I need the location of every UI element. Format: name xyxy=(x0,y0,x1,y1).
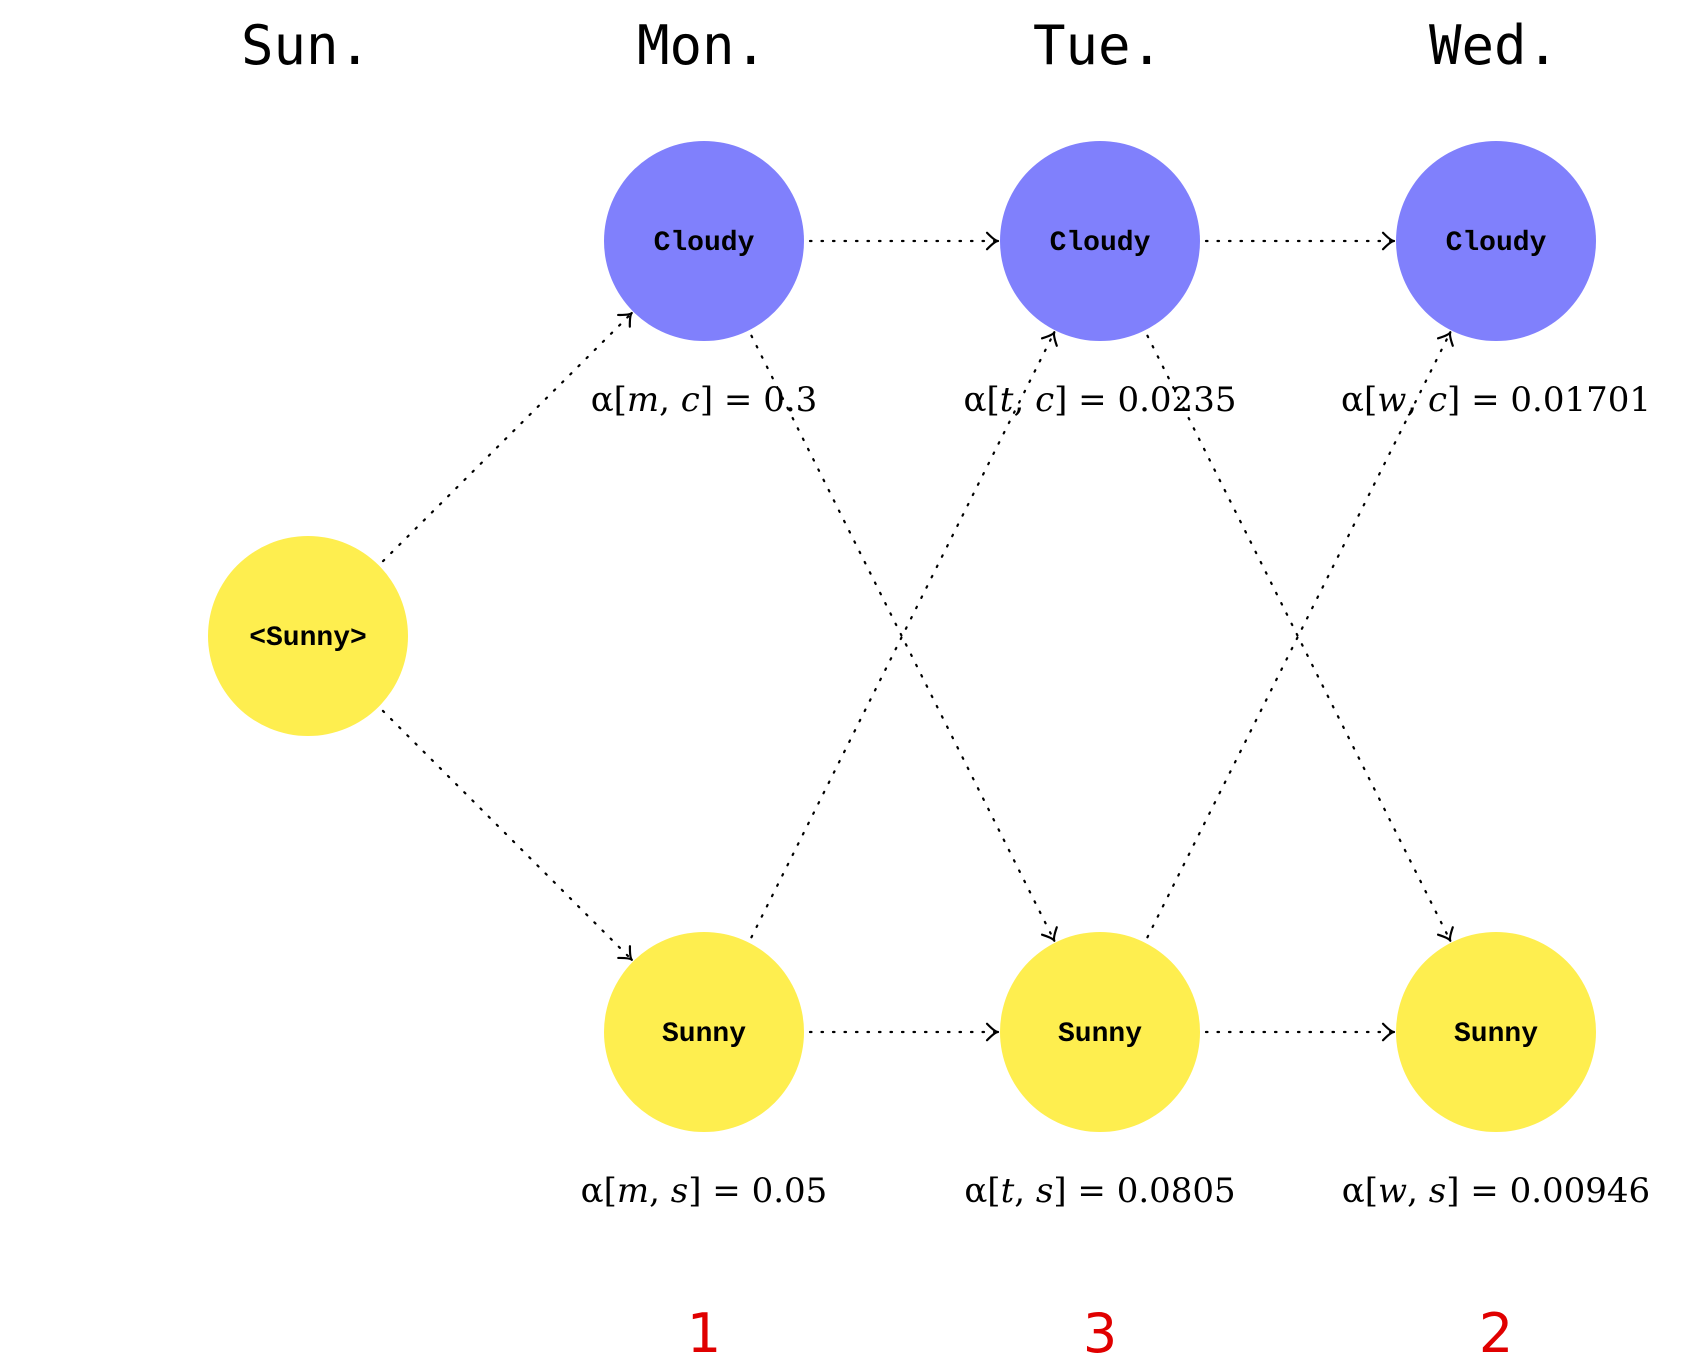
alpha-tue-sunny: α[t, s] = 0.0805 xyxy=(964,1171,1235,1211)
alpha-day: m xyxy=(627,380,659,420)
alpha-value: 0.05 xyxy=(752,1171,828,1211)
alpha-symbol: α xyxy=(1341,380,1364,420)
alpha-wed-cloudy: α[w, c] = 0.01701 xyxy=(1341,380,1651,420)
alpha-value: 0.0805 xyxy=(1117,1171,1236,1211)
alpha-value: 0.3 xyxy=(763,380,817,420)
alpha-symbol: α xyxy=(1342,1171,1365,1211)
arrowhead-start-to-mon_s xyxy=(617,945,633,961)
tue-sunny-label: Sunny xyxy=(1058,1019,1142,1050)
alpha-symbol: α xyxy=(581,1171,604,1211)
alpha-day: t xyxy=(1000,380,1014,420)
alpha-mon-cloudy: α[m, c] = 0.3 xyxy=(591,380,818,420)
alpha-value: 0.01701 xyxy=(1510,380,1651,420)
alpha-state: s xyxy=(1036,1171,1053,1211)
wed-cloudy-circle xyxy=(1396,141,1596,341)
mon-sunny-circle xyxy=(604,932,804,1132)
edge-tue_c-to-wed_s xyxy=(1146,334,1452,942)
mon-sunny-label: Sunny xyxy=(662,1019,746,1050)
alpha-day: t xyxy=(1001,1171,1015,1211)
mon-cloudy-circle xyxy=(604,141,804,341)
day-header-wed: Wed. xyxy=(1429,14,1559,77)
alpha-symbol: α xyxy=(964,380,987,420)
observation-tue: 3 xyxy=(1083,1302,1117,1365)
arrowhead-mon_s-to-tue_s xyxy=(985,1022,1000,1042)
mon-cloudy-label: Cloudy xyxy=(654,228,755,259)
day-header-sun: Sun. xyxy=(241,14,371,77)
node-mon-sunny[interactable]: Sunny xyxy=(604,932,804,1132)
alpha-state: s xyxy=(1429,1171,1446,1211)
wed-cloudy-label: Cloudy xyxy=(1446,228,1547,259)
arrowhead-mon_s-to-tue_c xyxy=(1040,331,1058,347)
tue-cloudy-label: Cloudy xyxy=(1050,228,1151,259)
start-node-label: <Sunny> xyxy=(249,623,367,654)
alpha-state: c xyxy=(681,380,700,420)
alpha-value: 0.0235 xyxy=(1117,380,1236,420)
alpha-value: 0.00946 xyxy=(1510,1171,1651,1211)
arrowhead-start-to-mon_c xyxy=(617,311,633,328)
node-tue-cloudy[interactable]: Cloudy xyxy=(1000,141,1200,341)
observations: 1 3 2 xyxy=(687,1302,1513,1365)
alpha-mon-sunny: α[m, s] = 0.05 xyxy=(581,1171,828,1211)
arrowhead-tue_s-to-wed_s xyxy=(1381,1022,1396,1042)
wed-sunny-label: Sunny xyxy=(1454,1019,1538,1050)
edge-start-to-mon_s xyxy=(381,709,633,961)
node-start-sunny[interactable]: <Sunny> xyxy=(208,536,408,736)
alpha-wed-sunny: α[w, s] = 0.00946 xyxy=(1342,1171,1650,1211)
state-nodes: <Sunny> Cloudy Cloudy Cloudy Sunny Sunny… xyxy=(208,141,1596,1132)
alpha-state: s xyxy=(671,1171,688,1211)
observation-mon: 1 xyxy=(687,1302,721,1365)
day-header-tue: Tue. xyxy=(1033,14,1163,77)
edge-tue_s-to-wed_c xyxy=(1146,331,1452,939)
alpha-day: w xyxy=(1378,1171,1407,1211)
day-header-mon: Mon. xyxy=(637,14,767,77)
tue-cloudy-circle xyxy=(1000,141,1200,341)
alpha-labels: α[m, c] = 0.3 α[t, c] = 0.0235 α[w, c] =… xyxy=(581,380,1651,1211)
start-node-circle xyxy=(208,536,408,736)
arrowhead-tue_c-to-wed_c xyxy=(1381,231,1396,251)
node-wed-cloudy[interactable]: Cloudy xyxy=(1396,141,1596,341)
alpha-symbol: α xyxy=(964,1171,987,1211)
wed-sunny-circle xyxy=(1396,932,1596,1132)
edge-start-to-mon_c xyxy=(381,311,633,563)
tue-sunny-circle xyxy=(1000,932,1200,1132)
day-headers: Sun. Mon. Tue. Wed. xyxy=(241,14,1559,77)
arrowhead-tue_s-to-wed_c xyxy=(1436,331,1454,347)
node-tue-sunny[interactable]: Sunny xyxy=(1000,932,1200,1132)
edge-mon_c-to-tue_s xyxy=(750,334,1056,942)
arrowhead-mon_c-to-tue_s xyxy=(1040,926,1058,942)
node-mon-cloudy[interactable]: Cloudy xyxy=(604,141,804,341)
transition-edges xyxy=(381,231,1454,1042)
alpha-state: c xyxy=(1428,380,1447,420)
arrowhead-tue_c-to-wed_s xyxy=(1436,926,1454,942)
edge-mon_s-to-tue_c xyxy=(750,331,1056,939)
alpha-tue-cloudy: α[t, c] = 0.0235 xyxy=(964,380,1237,420)
observation-wed: 2 xyxy=(1479,1302,1513,1365)
arrowhead-mon_c-to-tue_c xyxy=(985,231,1000,251)
alpha-day: w xyxy=(1377,380,1406,420)
node-wed-sunny[interactable]: Sunny xyxy=(1396,932,1596,1132)
alpha-state: c xyxy=(1035,380,1054,420)
alpha-symbol: α xyxy=(591,380,614,420)
alpha-day: m xyxy=(617,1171,649,1211)
